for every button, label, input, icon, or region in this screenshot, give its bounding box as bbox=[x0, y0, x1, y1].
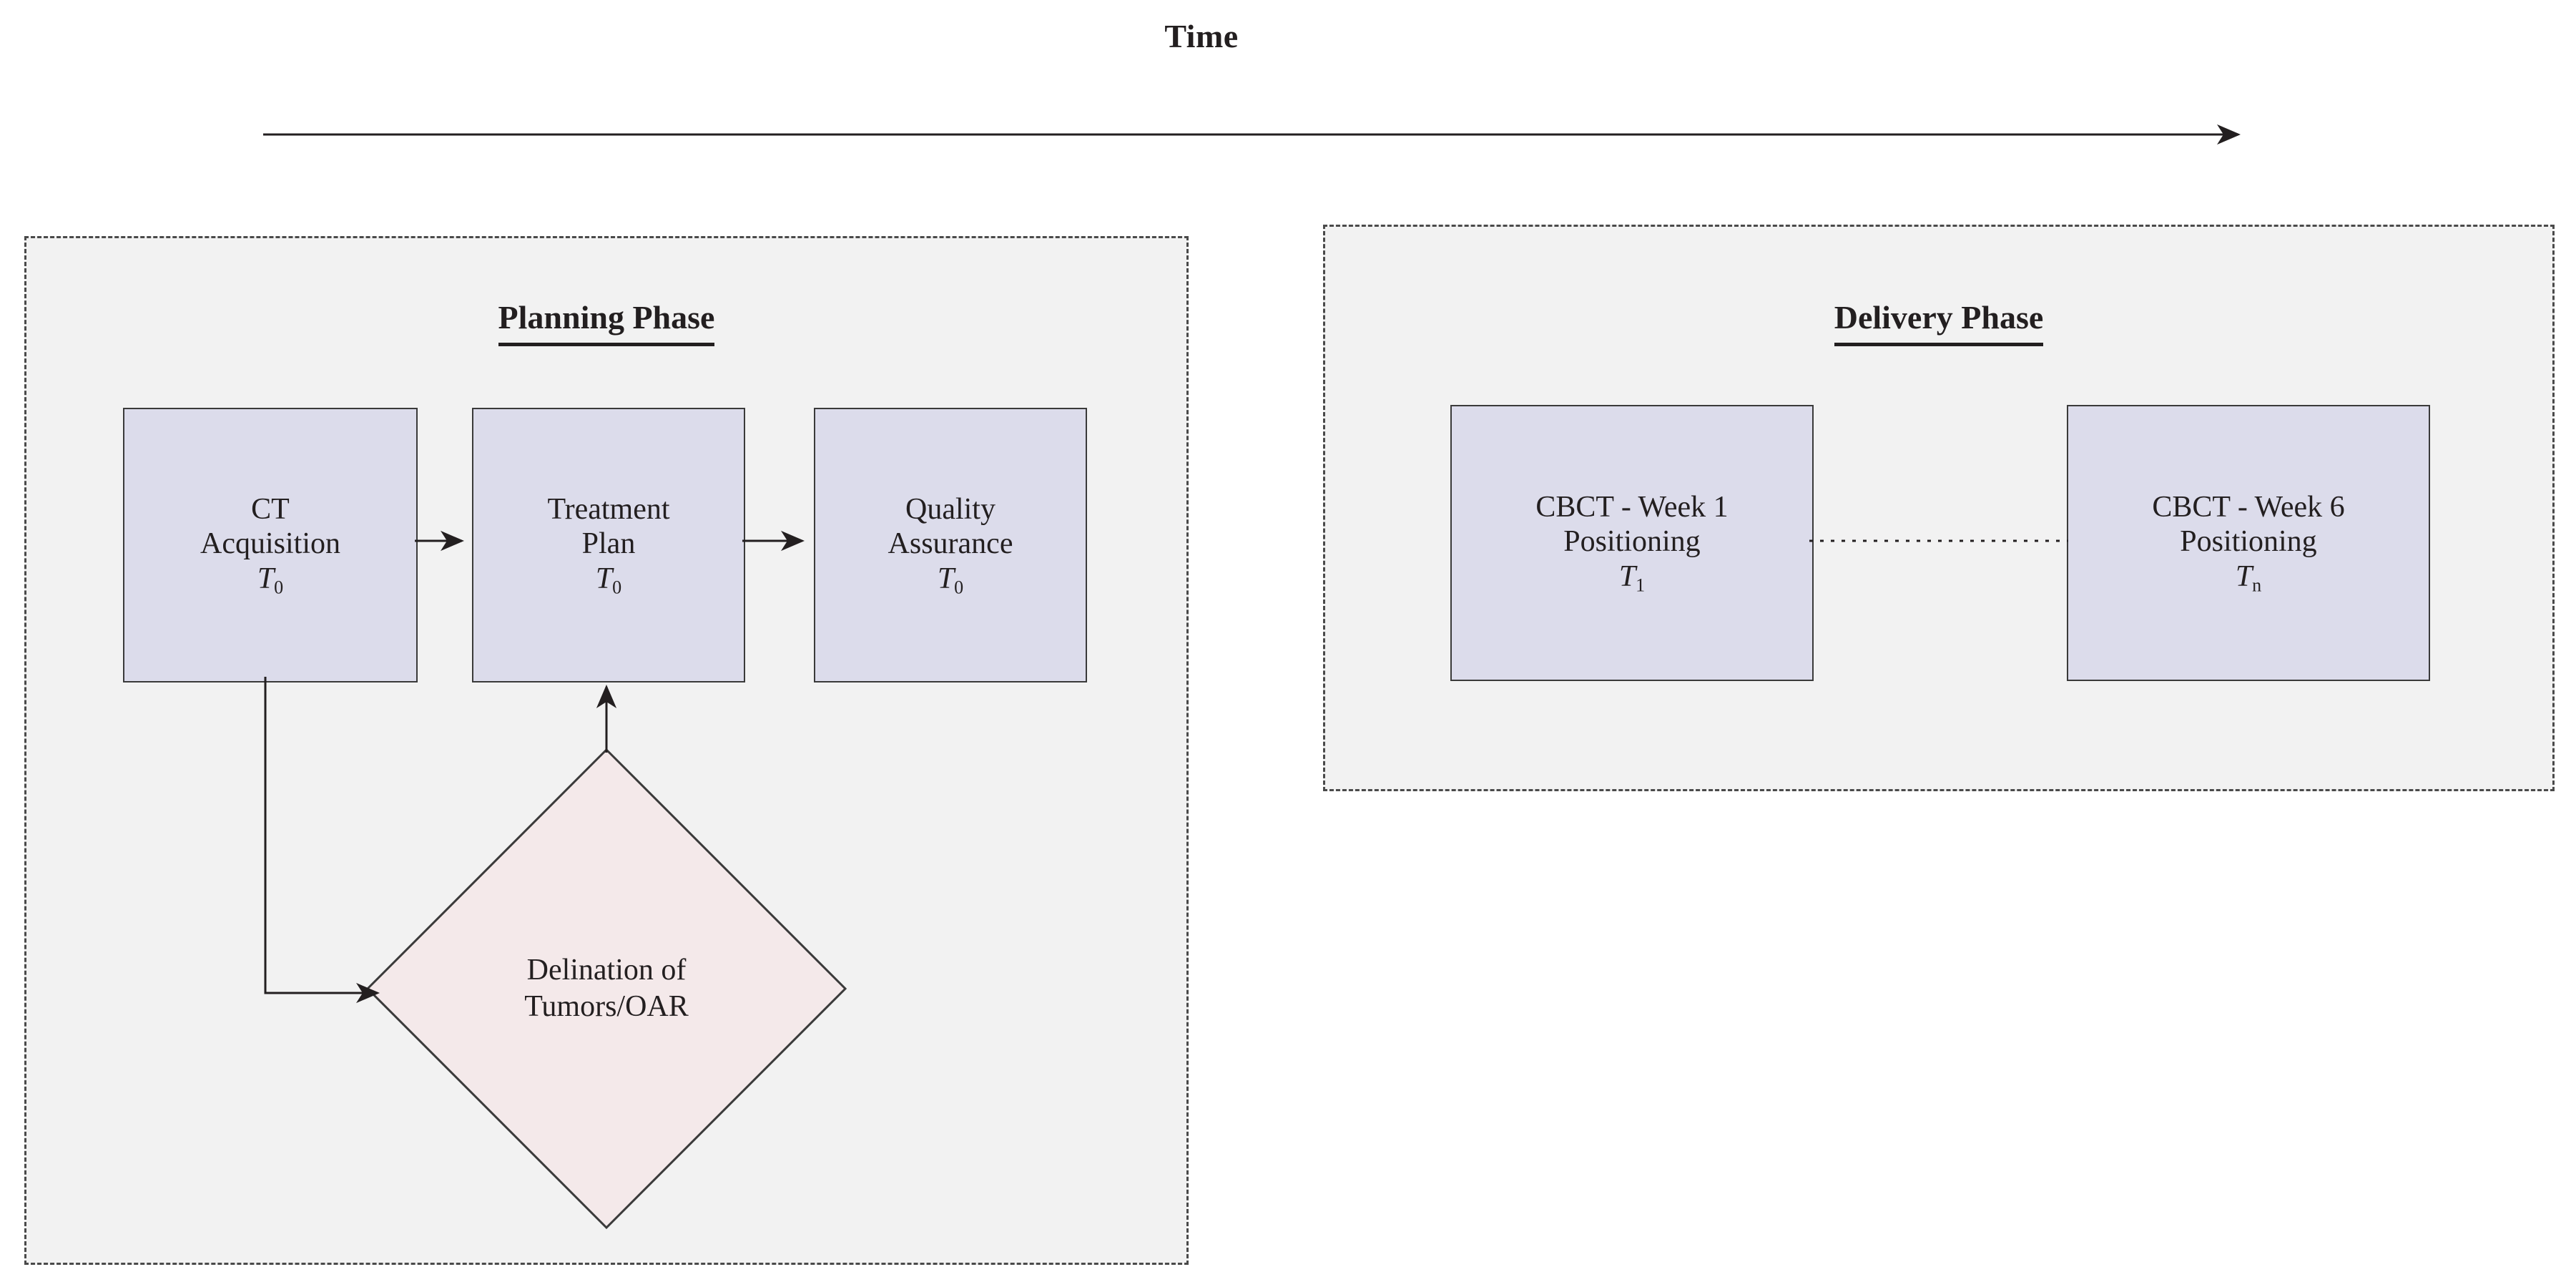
node-ct-acquisition-line1: CT bbox=[251, 492, 290, 526]
node-cbct-week-1-line2: Positioning bbox=[1563, 525, 1701, 559]
node-ct-acquisition-timestamp: T0 bbox=[257, 562, 284, 598]
node-cbct-week-6-line1: CBCT - Week 6 bbox=[2152, 490, 2345, 524]
node-treatment-plan-line1: Treatment bbox=[547, 492, 670, 526]
node-ct-acquisition-line2: Acquisition bbox=[200, 527, 340, 561]
node-cbct-week-6-timestamp: Tn bbox=[2235, 559, 2262, 596]
node-cbct-week-1[interactable]: CBCT - Week 1 Positioning T1 bbox=[1450, 405, 1814, 681]
connector-treatment-plan-to-quality-assurance bbox=[742, 527, 820, 555]
node-cbct-week-6[interactable]: CBCT - Week 6 Positioning Tn bbox=[2067, 405, 2430, 681]
delivery-phase-title: Delivery Phase bbox=[1325, 298, 2552, 346]
node-cbct-week-1-timestamp: T1 bbox=[1618, 559, 1646, 596]
right-arrow-icon bbox=[263, 124, 2241, 145]
time-axis-arrow bbox=[263, 114, 2258, 155]
time-axis-title: Time bbox=[1164, 18, 1239, 54]
connector-ct-to-delination bbox=[236, 677, 400, 1004]
connector-cbct-week-1-to-week-6 bbox=[1809, 527, 2071, 555]
connector-ct-to-treatment-plan bbox=[415, 527, 479, 555]
node-treatment-plan[interactable]: Treatment Plan T0 bbox=[472, 408, 745, 682]
planning-phase-title: Planning Phase bbox=[26, 298, 1186, 346]
delivery-phase-title-text: Delivery Phase bbox=[1834, 299, 2044, 346]
node-quality-assurance[interactable]: Quality Assurance T0 bbox=[814, 408, 1087, 682]
connector-delination-to-treatment-plan bbox=[579, 672, 636, 758]
node-delination-of-tumors-oar[interactable]: Delination of Tumors/OAR bbox=[365, 748, 847, 1230]
node-ct-acquisition[interactable]: CT Acquisition T0 bbox=[123, 408, 418, 682]
node-cbct-week-6-line2: Positioning bbox=[2180, 525, 2317, 559]
node-cbct-week-1-line1: CBCT - Week 1 bbox=[1535, 490, 1729, 524]
node-quality-assurance-line1: Quality bbox=[905, 492, 996, 526]
node-treatment-plan-timestamp: T0 bbox=[595, 562, 622, 598]
planning-phase-title-text: Planning Phase bbox=[498, 299, 715, 346]
node-quality-assurance-timestamp: T0 bbox=[937, 562, 964, 598]
node-quality-assurance-line2: Assurance bbox=[888, 527, 1013, 561]
node-treatment-plan-line2: Plan bbox=[581, 527, 636, 561]
diamond-shape-icon bbox=[365, 748, 847, 1230]
